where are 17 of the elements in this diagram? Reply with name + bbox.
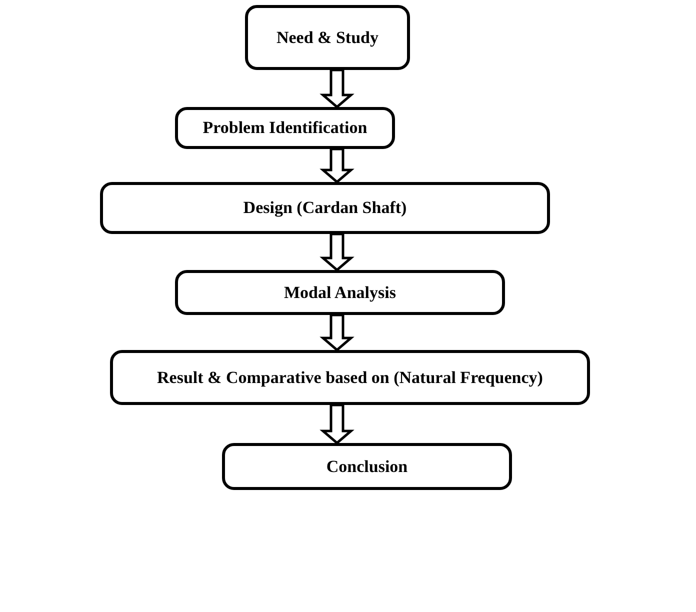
process-box — [245, 5, 410, 70]
process-box — [175, 270, 505, 315]
process-box — [222, 443, 512, 490]
arrow — [320, 232, 354, 272]
process-box — [100, 182, 550, 234]
arrow — [320, 314, 354, 352]
step-label: Result & Comparative based on (Natural Frequency) — [157, 368, 543, 388]
process-box — [110, 350, 590, 405]
step-label: Design (Cardan Shaft) — [243, 198, 407, 218]
process-box — [175, 107, 395, 149]
step-label: Problem Identification — [202, 118, 368, 138]
arrow — [320, 148, 354, 184]
step-label: Modal Analysis — [284, 282, 396, 302]
arrow — [320, 404, 354, 445]
step-label: Need & Study — [276, 28, 378, 48]
arrow — [320, 68, 354, 109]
step-label: Conclusion — [326, 456, 408, 476]
